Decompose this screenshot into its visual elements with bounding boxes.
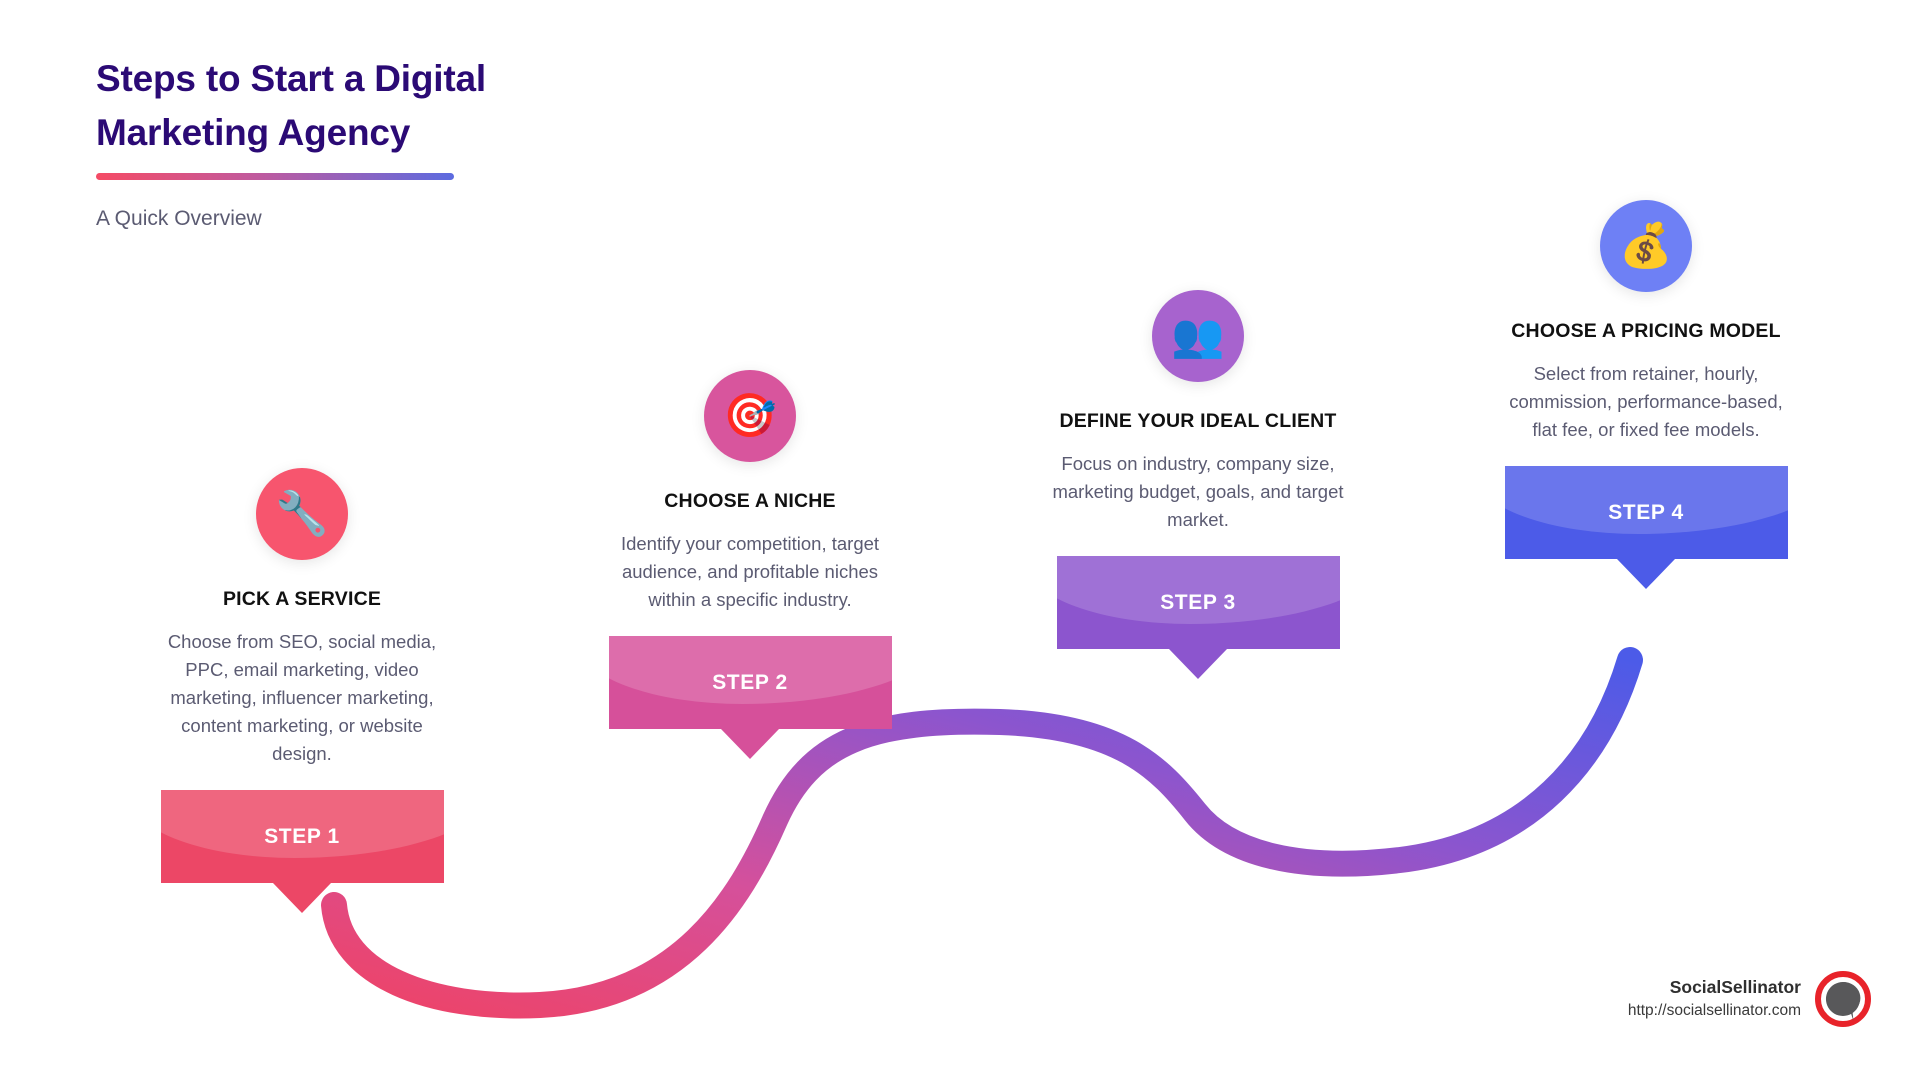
step-2-banner[interactable]: STEP 2 (608, 636, 892, 760)
page-subtitle: A Quick Overview (96, 207, 262, 231)
step-3-banner-swoosh (1056, 556, 1340, 625)
step-1-banner-notch (273, 883, 331, 914)
step-4-banner-label: STEP 4 (1608, 500, 1684, 524)
socialsellinator-logo-icon (1814, 970, 1872, 1028)
dart-target-icon: 🎯 (723, 391, 777, 440)
brand-name: SocialSellinator (1669, 977, 1801, 998)
title-underline-rule (96, 173, 454, 181)
two-people-icon: 👥 (1171, 311, 1225, 360)
step-4-banner[interactable]: STEP 4 (1504, 466, 1788, 590)
step-column-3: 👥 DEFINE YOUR IDEAL CLIENT Focus on indu… (1048, 290, 1348, 680)
step-4-banner-swoosh (1504, 466, 1788, 535)
wrench-icon: 🔧 (275, 489, 329, 538)
step-3-banner-label: STEP 3 (1160, 590, 1236, 614)
step-2-icon-circle: 🎯 (704, 370, 796, 462)
step-1-banner-swoosh (160, 790, 444, 859)
step-2-banner-notch (721, 729, 779, 760)
page-title: Steps to Start a Digital Marketing Agenc… (96, 52, 616, 159)
step-1-banner-plate (160, 790, 444, 884)
step-column-1: 🔧 PICK A SERVICE Choose from SEO, social… (152, 468, 452, 914)
step-3-banner-notch (1169, 649, 1227, 680)
step-4-heading: CHOOSE A PRICING MODEL (1511, 320, 1781, 342)
step-1-heading: PICK A SERVICE (222, 588, 382, 610)
step-1-icon-circle: 🔧 (256, 468, 348, 560)
footer-branding: SocialSellinator http://socialsellinator… (1628, 970, 1872, 1028)
logo-svg (1815, 971, 1871, 1027)
page-title-line-2: Marketing Agency (96, 111, 411, 153)
header-block: Steps to Start a Digital Marketing Agenc… (96, 52, 716, 231)
step-1-description: Choose from SEO, social media, PPC, emai… (167, 630, 437, 765)
step-3-heading: DEFINE YOUR IDEAL CLIENT (1059, 410, 1337, 432)
step-3-banner-plate (1056, 556, 1340, 650)
step-4-banner-notch (1617, 559, 1675, 590)
step-2-heading: CHOOSE A NICHE (664, 490, 836, 512)
step-3-banner[interactable]: STEP 3 (1056, 556, 1340, 680)
step-1-banner[interactable]: STEP 1 (160, 790, 444, 914)
page-title-line-1: Steps to Start a Digital (96, 58, 486, 99)
step-2-banner-plate (608, 636, 892, 730)
footer-text-block: SocialSellinator http://socialsellinator… (1628, 975, 1801, 1023)
money-bag-icon: 💰 (1619, 221, 1673, 270)
step-2-banner-swoosh (608, 636, 892, 705)
step-2-banner-label: STEP 2 (712, 670, 788, 694)
step-4-banner-plate (1504, 466, 1788, 560)
brand-url[interactable]: http://socialsellinator.com (1627, 1002, 1801, 1020)
step-1-banner-label: STEP 1 (264, 824, 340, 848)
step-3-description: Focus on industry, company size, marketi… (1052, 452, 1344, 531)
step-4-description: Select from retainer, hourly, commission… (1509, 362, 1783, 441)
step-2-description: Identify your competition, target audien… (620, 532, 880, 611)
step-4-icon-circle: 💰 (1600, 200, 1692, 292)
step-3-icon-circle: 👥 (1152, 290, 1244, 382)
step-column-4: 💰 CHOOSE A PRICING MODEL Select from ret… (1496, 200, 1796, 590)
step-column-2: 🎯 CHOOSE A NICHE Identify your competiti… (600, 370, 900, 760)
